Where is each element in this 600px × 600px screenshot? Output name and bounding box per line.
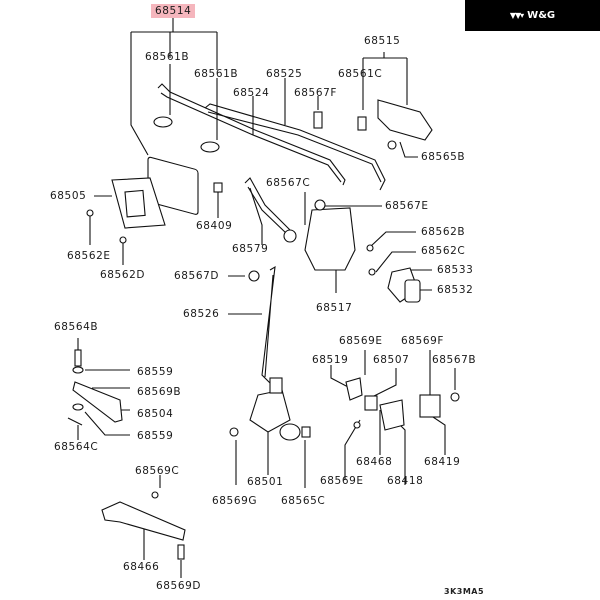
part-label[interactable]: 68419 <box>424 456 461 468</box>
part-label[interactable]: 68569E <box>339 335 383 347</box>
part-label[interactable]: 68567E <box>385 200 429 212</box>
part-label[interactable]: 68524 <box>233 87 270 99</box>
part-label[interactable]: 68468 <box>356 456 393 468</box>
part-label-assembly[interactable]: 68514 <box>151 4 196 18</box>
brand-logo: ▼▼▾ W&G <box>465 0 600 31</box>
parts <box>67 99 460 560</box>
part-label[interactable]: 68565C <box>281 495 326 507</box>
part-label[interactable]: 68562D <box>100 269 146 281</box>
part-label[interactable]: 68519 <box>312 354 349 366</box>
part-label[interactable]: 68569E <box>320 475 364 487</box>
brand-mark-icon: ▼▼▾ <box>509 11 524 20</box>
part-label[interactable]: 68504 <box>137 408 174 420</box>
part-label[interactable]: 68564B <box>54 321 99 333</box>
part-label[interactable]: 68569D <box>156 580 202 592</box>
part-label[interactable]: 68567C <box>266 177 311 189</box>
part-label[interactable]: 68505 <box>50 190 87 202</box>
part-label[interactable]: 68525 <box>266 68 303 80</box>
part-label[interactable]: 68559 <box>137 430 174 442</box>
part-label[interactable]: 68532 <box>437 284 474 296</box>
part-label[interactable]: 68501 <box>247 476 284 488</box>
part-label[interactable]: 68562C <box>421 245 466 257</box>
leader-lines <box>77 17 456 578</box>
part-label[interactable]: 68517 <box>316 302 353 314</box>
part-label[interactable]: 68418 <box>387 475 424 487</box>
part-label[interactable]: 68565B <box>421 151 466 163</box>
part-label[interactable]: 68559 <box>137 366 174 378</box>
part-label[interactable]: 68562E <box>67 250 111 262</box>
part-label[interactable]: 68466 <box>123 561 160 573</box>
part-label[interactable]: 68562B <box>421 226 466 238</box>
part-label[interactable]: 68409 <box>196 220 233 232</box>
part-label[interactable]: 68526 <box>183 308 220 320</box>
part-label[interactable]: 68567B <box>432 354 477 366</box>
part-label[interactable]: 68515 <box>364 35 401 47</box>
part-label[interactable]: 68567D <box>174 270 220 282</box>
rods <box>157 83 386 386</box>
part-label[interactable]: 68561B <box>145 51 190 63</box>
part-label[interactable]: 68567F <box>294 87 338 99</box>
part-label[interactable]: 68569G <box>212 495 258 507</box>
part-label[interactable]: 68533 <box>437 264 474 276</box>
brand-name: W&G <box>527 10 556 21</box>
part-label[interactable]: 68569C <box>135 465 180 477</box>
part-label[interactable]: 68507 <box>373 354 410 366</box>
part-label[interactable]: 68564C <box>54 441 99 453</box>
part-label[interactable]: 68569B <box>137 386 182 398</box>
diagram-code: 3K3MA5 <box>444 587 485 596</box>
part-label[interactable]: 68561C <box>338 68 383 80</box>
part-label[interactable]: 68561B <box>194 68 239 80</box>
part-label[interactable]: 68579 <box>232 243 269 255</box>
part-label[interactable]: 68569F <box>401 335 445 347</box>
